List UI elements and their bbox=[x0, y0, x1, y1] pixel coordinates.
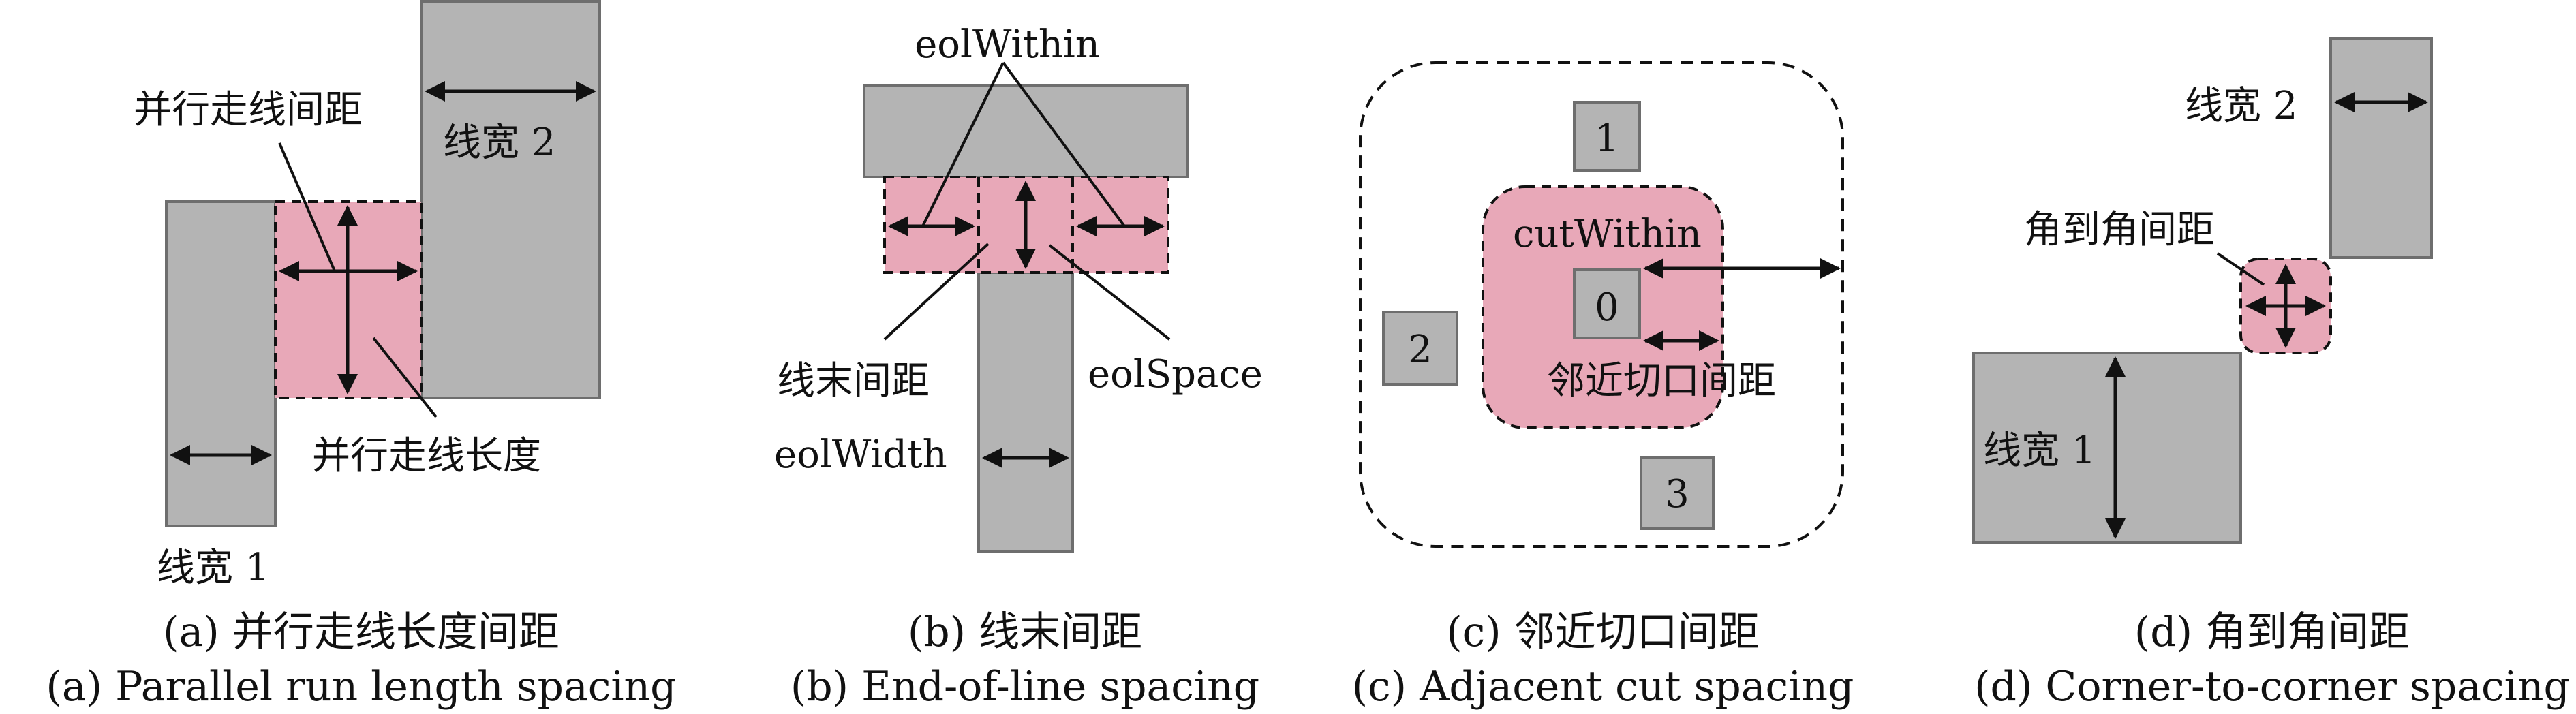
cut-label-3: 3 bbox=[1665, 472, 1689, 516]
caption-a-cn: (a) 并行走线长度间距 bbox=[163, 608, 559, 656]
panel-d: 线宽 2 角到角间距 线宽 1 (d) 角到角间距 (d) Corner-to-… bbox=[1972, 37, 2570, 711]
eol-spacing-leader bbox=[883, 243, 990, 341]
panel-a: 并行走线间距 线宽 2 并行走线长度 线宽 1 (a) 并行走线长度间距 (a)… bbox=[46, 0, 677, 711]
label-width1: 线宽 1 bbox=[1983, 429, 2096, 473]
label-run-length: 并行走线长度 bbox=[312, 434, 541, 478]
label-corner-spacing: 角到角间距 bbox=[2024, 208, 2215, 252]
cut-1 bbox=[1573, 101, 1641, 172]
panel-b: eolWithin 线末间距 eolSpace eolWidth (b) 线末间… bbox=[774, 22, 1263, 711]
caption-c-en: (c) Adjacent cut spacing bbox=[1352, 663, 1854, 711]
caption-b-cn: (b) 线末间距 bbox=[908, 608, 1142, 656]
cut-2 bbox=[1382, 311, 1458, 386]
label-width1: 线宽 1 bbox=[157, 546, 269, 590]
caption-d-en: (d) Corner-to-corner spacing bbox=[1974, 663, 2570, 711]
caption-b-en: (b) End-of-line spacing bbox=[791, 663, 1259, 711]
label-eol-spacing-cn: 线末间距 bbox=[777, 359, 930, 403]
wire-2 bbox=[420, 0, 601, 399]
label-width2: 线宽 2 bbox=[443, 121, 555, 165]
label-eol-within: eolWithin bbox=[915, 22, 1100, 67]
top-wire bbox=[863, 84, 1189, 178]
corner-spacing-leader bbox=[2216, 252, 2265, 286]
cut-label-2: 2 bbox=[1408, 328, 1432, 372]
caption-c-cn: (c) 邻近切口间距 bbox=[1446, 608, 1760, 656]
wire-2 bbox=[2329, 37, 2433, 259]
eol-wire bbox=[977, 271, 1074, 553]
cut-label-0: 0 bbox=[1595, 285, 1619, 330]
label-eol-width: eolWidth bbox=[774, 433, 947, 477]
wire-1 bbox=[165, 200, 277, 527]
parallel-spacing-leader bbox=[278, 142, 337, 273]
eol-space-leader bbox=[1048, 244, 1171, 341]
panel-c: 0 1 2 3 cutWithin 邻近切口间距 (c) 邻近切口间距 (c) … bbox=[1352, 61, 1854, 711]
label-width2: 线宽 2 bbox=[2185, 84, 2297, 128]
cut-label-1: 1 bbox=[1595, 117, 1619, 161]
cut-0 bbox=[1573, 268, 1641, 339]
outer-boundary bbox=[1359, 61, 1844, 548]
caption-a-en: (a) Parallel run length spacing bbox=[46, 663, 676, 711]
caption-d-cn: (d) 角到角间距 bbox=[2134, 608, 2410, 656]
cut-3 bbox=[1640, 456, 1715, 530]
eol-within-leader-left bbox=[921, 62, 1005, 227]
label-adjacent-cut-spacing: 邻近切口间距 bbox=[1547, 359, 1776, 403]
label-parallel-spacing: 并行走线间距 bbox=[134, 88, 363, 132]
eol-within-leader-right bbox=[1002, 61, 1126, 228]
run-length-leader bbox=[372, 337, 438, 418]
label-cut-within: cutWithin bbox=[1513, 212, 1702, 256]
label-eol-space: eolSpace bbox=[1088, 352, 1263, 397]
